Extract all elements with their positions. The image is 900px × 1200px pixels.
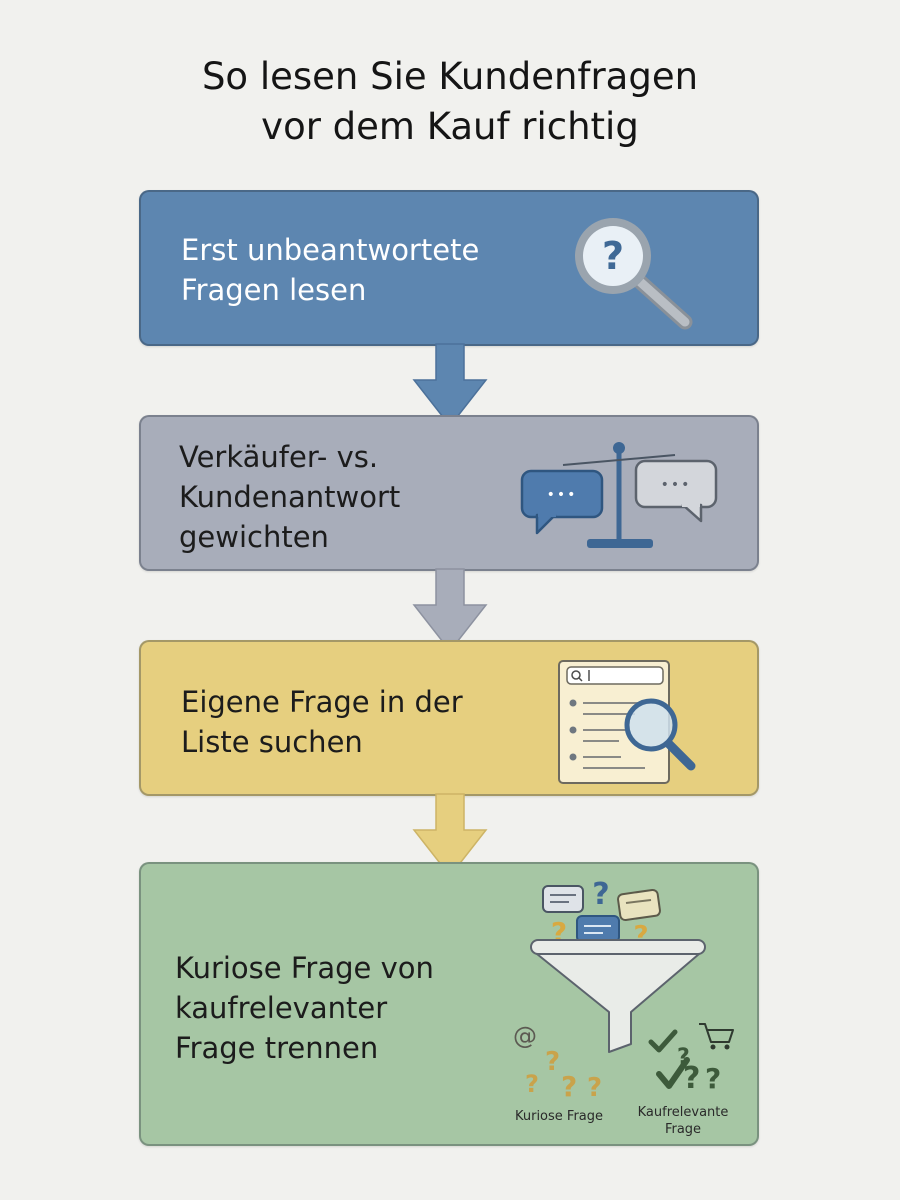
arrow-down-1 [412, 343, 488, 428]
svg-text:•••: ••• [661, 477, 692, 493]
step-1-label: Erst unbeantwortete Fragen lesen [181, 233, 480, 307]
svg-text:?: ? [705, 1062, 721, 1095]
svg-text:?: ? [677, 1045, 690, 1070]
output-label-curious: Kuriose Frage [514, 1109, 604, 1124]
step-4-separate-questions: Kuriose Frage von kaufrelevanter Frage t… [139, 862, 759, 1146]
step-3-label: Eigene Frage in der Liste suchen [181, 685, 463, 759]
step-1-unanswered-questions: Erst unbeantwortete Fragen lesen ? [139, 190, 759, 346]
svg-text:@: @ [513, 1022, 537, 1050]
step-2-weigh-answers: Verkäufer- vs. Kundenantwort gewichten •… [139, 415, 759, 571]
svg-text:?: ? [602, 234, 624, 278]
svg-text:?: ? [561, 1070, 577, 1103]
svg-text:?: ? [592, 877, 609, 912]
output-label-relevant: Kaufrelevante Frage [637, 1105, 729, 1137]
arrow-down-3 [412, 793, 488, 878]
svg-text:?: ? [587, 1073, 602, 1103]
title-line-1: So lesen Sie Kundenfragen [201, 55, 699, 98]
title-line-2: vor dem Kauf richtig [261, 105, 639, 148]
question-funnel-icon: ? ? ? @ ? ? ? ? ? ? ? [513, 877, 734, 1103]
step-3-search-list: Eigene Frage in der Liste suchen [139, 640, 759, 796]
step-4-label: Kuriose Frage von kaufrelevanter Frage t… [175, 951, 434, 1065]
shopping-cart-icon [699, 1023, 734, 1050]
magnifier-question-icon: ? [575, 218, 693, 330]
balance-scale-chat-icon: ••• ••• [520, 442, 718, 548]
step-2-label: Verkäufer- vs. Kundenantwort gewichten [179, 440, 401, 554]
page-title: So lesen Sie Kundenfragen vor dem Kauf r… [0, 52, 900, 152]
arrow-down-2 [412, 568, 488, 653]
svg-text:?: ? [525, 1070, 539, 1098]
svg-text:?: ? [545, 1047, 560, 1077]
search-list-icon [558, 660, 696, 784]
svg-text:•••: ••• [547, 487, 578, 503]
svg-text:?: ? [683, 1061, 700, 1096]
